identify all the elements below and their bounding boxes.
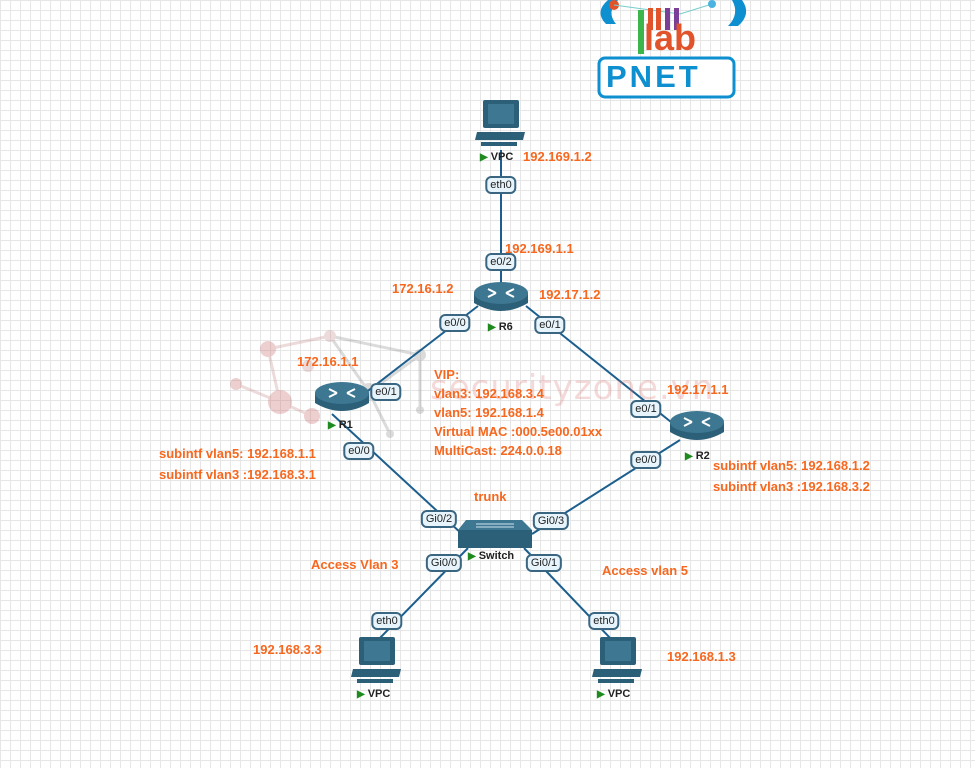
logo-lab-text: lab <box>644 17 697 58</box>
port-r6-e0-0[interactable]: e0/0 <box>439 314 471 332</box>
access-vlan5-note: Access vlan 5 <box>602 563 689 578</box>
r6-label[interactable]: ▶R6 <box>488 321 513 333</box>
vpc-right-ip: 192.168.1.3 <box>667 649 736 664</box>
vpc-right-name: VPC <box>607 688 631 700</box>
r1-ip: 172.16.1.1 <box>297 354 359 369</box>
r6-ip-right: 192.17.1.2 <box>539 287 601 302</box>
r2-ip: 192.17.1.1 <box>667 382 729 397</box>
port-switch-gi0-2[interactable]: Gi0/2 <box>420 510 458 528</box>
port-r6-e0-2[interactable]: e0/2 <box>485 253 517 271</box>
play-icon: ▶ <box>597 689 605 700</box>
r6-name: R6 <box>498 321 513 333</box>
r1-subintf-vlan3: subintf vlan3 :192.168.3.1 <box>159 467 316 482</box>
port-r2-e0-1[interactable]: e0/1 <box>630 400 662 418</box>
r1-label[interactable]: ▶R1 <box>328 419 353 431</box>
play-icon: ▶ <box>468 551 476 562</box>
switch-label[interactable]: ▶Switch <box>468 550 514 562</box>
vpc-left-name: VPC <box>367 688 391 700</box>
vip-title: VIP: <box>434 367 460 382</box>
router-r1-icon[interactable] <box>315 382 369 411</box>
port-r1-e0-1[interactable]: e0/1 <box>370 383 402 401</box>
port-vpc-left-eth0[interactable]: eth0 <box>371 612 403 630</box>
vip-virtual-mac: Virtual MAC :000.5e00.01xx <box>434 424 603 439</box>
r2-subintf-vlan3: subintf vlan3 :192.168.3.2 <box>713 479 870 494</box>
switch-icon[interactable] <box>458 520 532 548</box>
switch-name: Switch <box>478 550 515 562</box>
vpc-top-name: VPC <box>490 151 514 163</box>
port-vpc-top-eth0[interactable]: eth0 <box>485 176 517 194</box>
play-icon: ▶ <box>685 451 693 462</box>
vpc-left-label[interactable]: ▶VPC <box>357 688 390 700</box>
vpc-right-computer-icon[interactable] <box>592 637 642 683</box>
access-vlan3-note: Access Vlan 3 <box>311 557 399 572</box>
vpc-left-ip: 192.168.3.3 <box>253 642 322 657</box>
vpc-left-computer-icon[interactable] <box>351 637 401 683</box>
play-icon: ▶ <box>328 420 336 431</box>
play-icon: ▶ <box>488 322 496 333</box>
vpc-top-computer-icon[interactable] <box>475 100 525 146</box>
router-r6-icon[interactable] <box>474 282 528 311</box>
r6-ip-top: 192.169.1.1 <box>505 241 574 256</box>
vip-info-block: VIP: vlan3: 192.168.3.4 vlan5: 192.168.1… <box>434 368 602 463</box>
r1-name: R1 <box>338 419 353 431</box>
switch-trunk-note: trunk <box>474 489 507 504</box>
vip-vlan5: vlan5: 192.168.1.4 <box>434 405 544 420</box>
play-icon: ▶ <box>480 152 488 163</box>
vip-multicast: MultiCast: 224.0.0.18 <box>434 443 562 458</box>
port-r2-e0-0[interactable]: e0/0 <box>630 451 662 469</box>
pnet-logo <box>597 0 747 99</box>
port-r6-e0-1[interactable]: e0/1 <box>534 316 566 334</box>
play-icon: ▶ <box>357 689 365 700</box>
r2-subintf-vlan5: subintf vlan5: 192.168.1.2 <box>713 458 870 473</box>
r1-subintf-vlan5: subintf vlan5: 192.168.1.1 <box>159 446 316 461</box>
watermark-text: securityzone.vn <box>430 368 715 408</box>
r2-name: R2 <box>695 450 710 462</box>
vpc-top-ip: 192.169.1.2 <box>523 149 592 164</box>
port-switch-gi0-1[interactable]: Gi0/1 <box>525 554 563 572</box>
vpc-top-label[interactable]: ▶VPC <box>480 151 513 163</box>
watermark-molecule-graphic <box>230 330 426 438</box>
r6-ip-left: 172.16.1.2 <box>392 281 454 296</box>
vip-vlan3: vlan3: 192.168.3.4 <box>434 386 544 401</box>
r2-label[interactable]: ▶R2 <box>685 450 710 462</box>
logo-pnet-text: PNET <box>606 59 701 94</box>
router-r2-icon[interactable] <box>670 411 724 440</box>
port-switch-gi0-0[interactable]: Gi0/0 <box>425 554 463 572</box>
vpc-right-label[interactable]: ▶VPC <box>597 688 630 700</box>
port-switch-gi0-3[interactable]: Gi0/3 <box>532 512 570 530</box>
port-vpc-right-eth0[interactable]: eth0 <box>588 612 620 630</box>
port-r1-e0-0[interactable]: e0/0 <box>343 442 375 460</box>
